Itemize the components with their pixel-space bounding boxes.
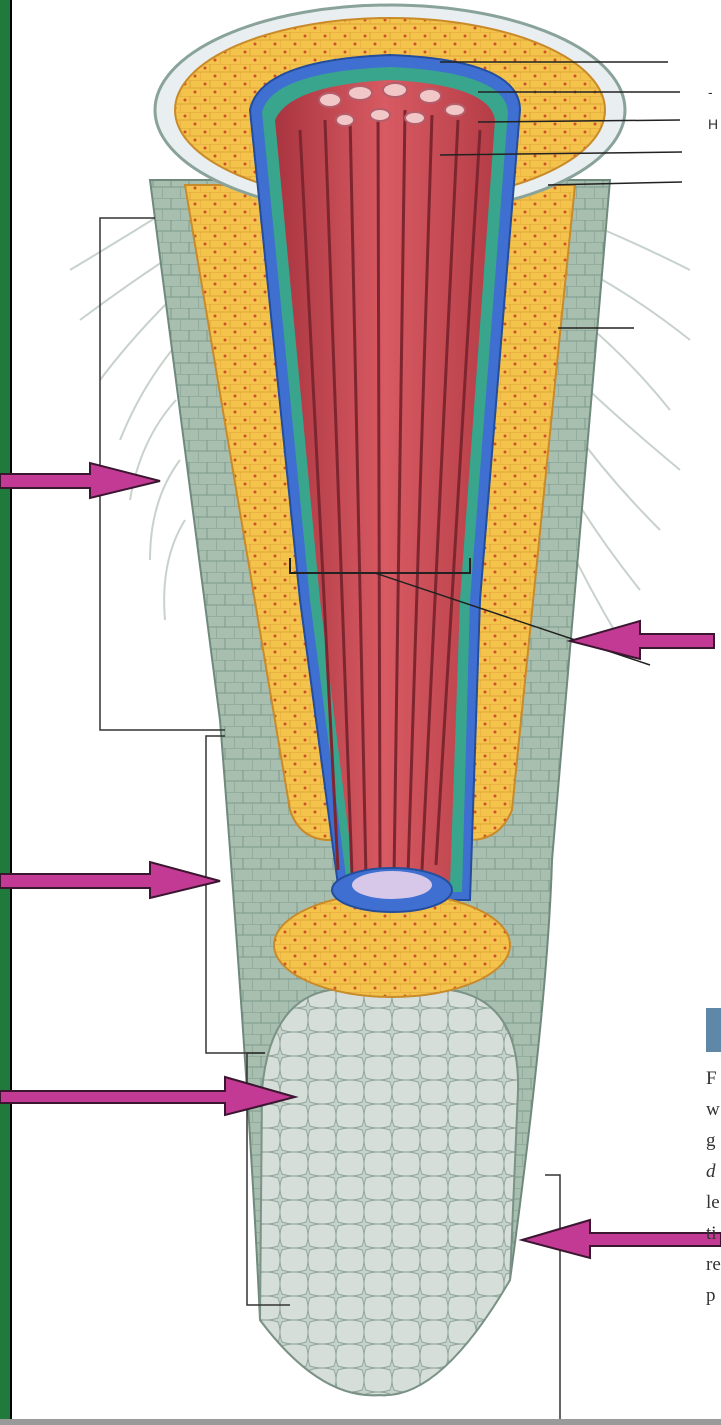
caption-line: g bbox=[706, 1125, 721, 1156]
page-frame-bottom bbox=[0, 1419, 721, 1425]
stray-mark-dash: - bbox=[708, 84, 713, 100]
arrow-zone-of-elongation bbox=[0, 862, 220, 898]
figure-thumbnail bbox=[706, 1008, 721, 1052]
caption-line: p bbox=[706, 1280, 721, 1311]
caption-line: re bbox=[706, 1249, 721, 1280]
caption-line: F bbox=[706, 1063, 721, 1094]
root-cap bbox=[260, 990, 518, 1395]
caption-line: d bbox=[706, 1156, 721, 1187]
stray-mark-h: H bbox=[708, 116, 718, 132]
arrow-vascular-cylinder bbox=[570, 621, 714, 659]
caption-line: ti bbox=[706, 1218, 721, 1249]
arrow-root-cap bbox=[522, 1220, 721, 1258]
caption-line: w bbox=[706, 1094, 721, 1125]
caption-line: le bbox=[706, 1187, 721, 1218]
arrow-zone-of-maturation bbox=[0, 463, 160, 498]
caption-fragments: F w g d le ti re p bbox=[706, 1063, 721, 1311]
